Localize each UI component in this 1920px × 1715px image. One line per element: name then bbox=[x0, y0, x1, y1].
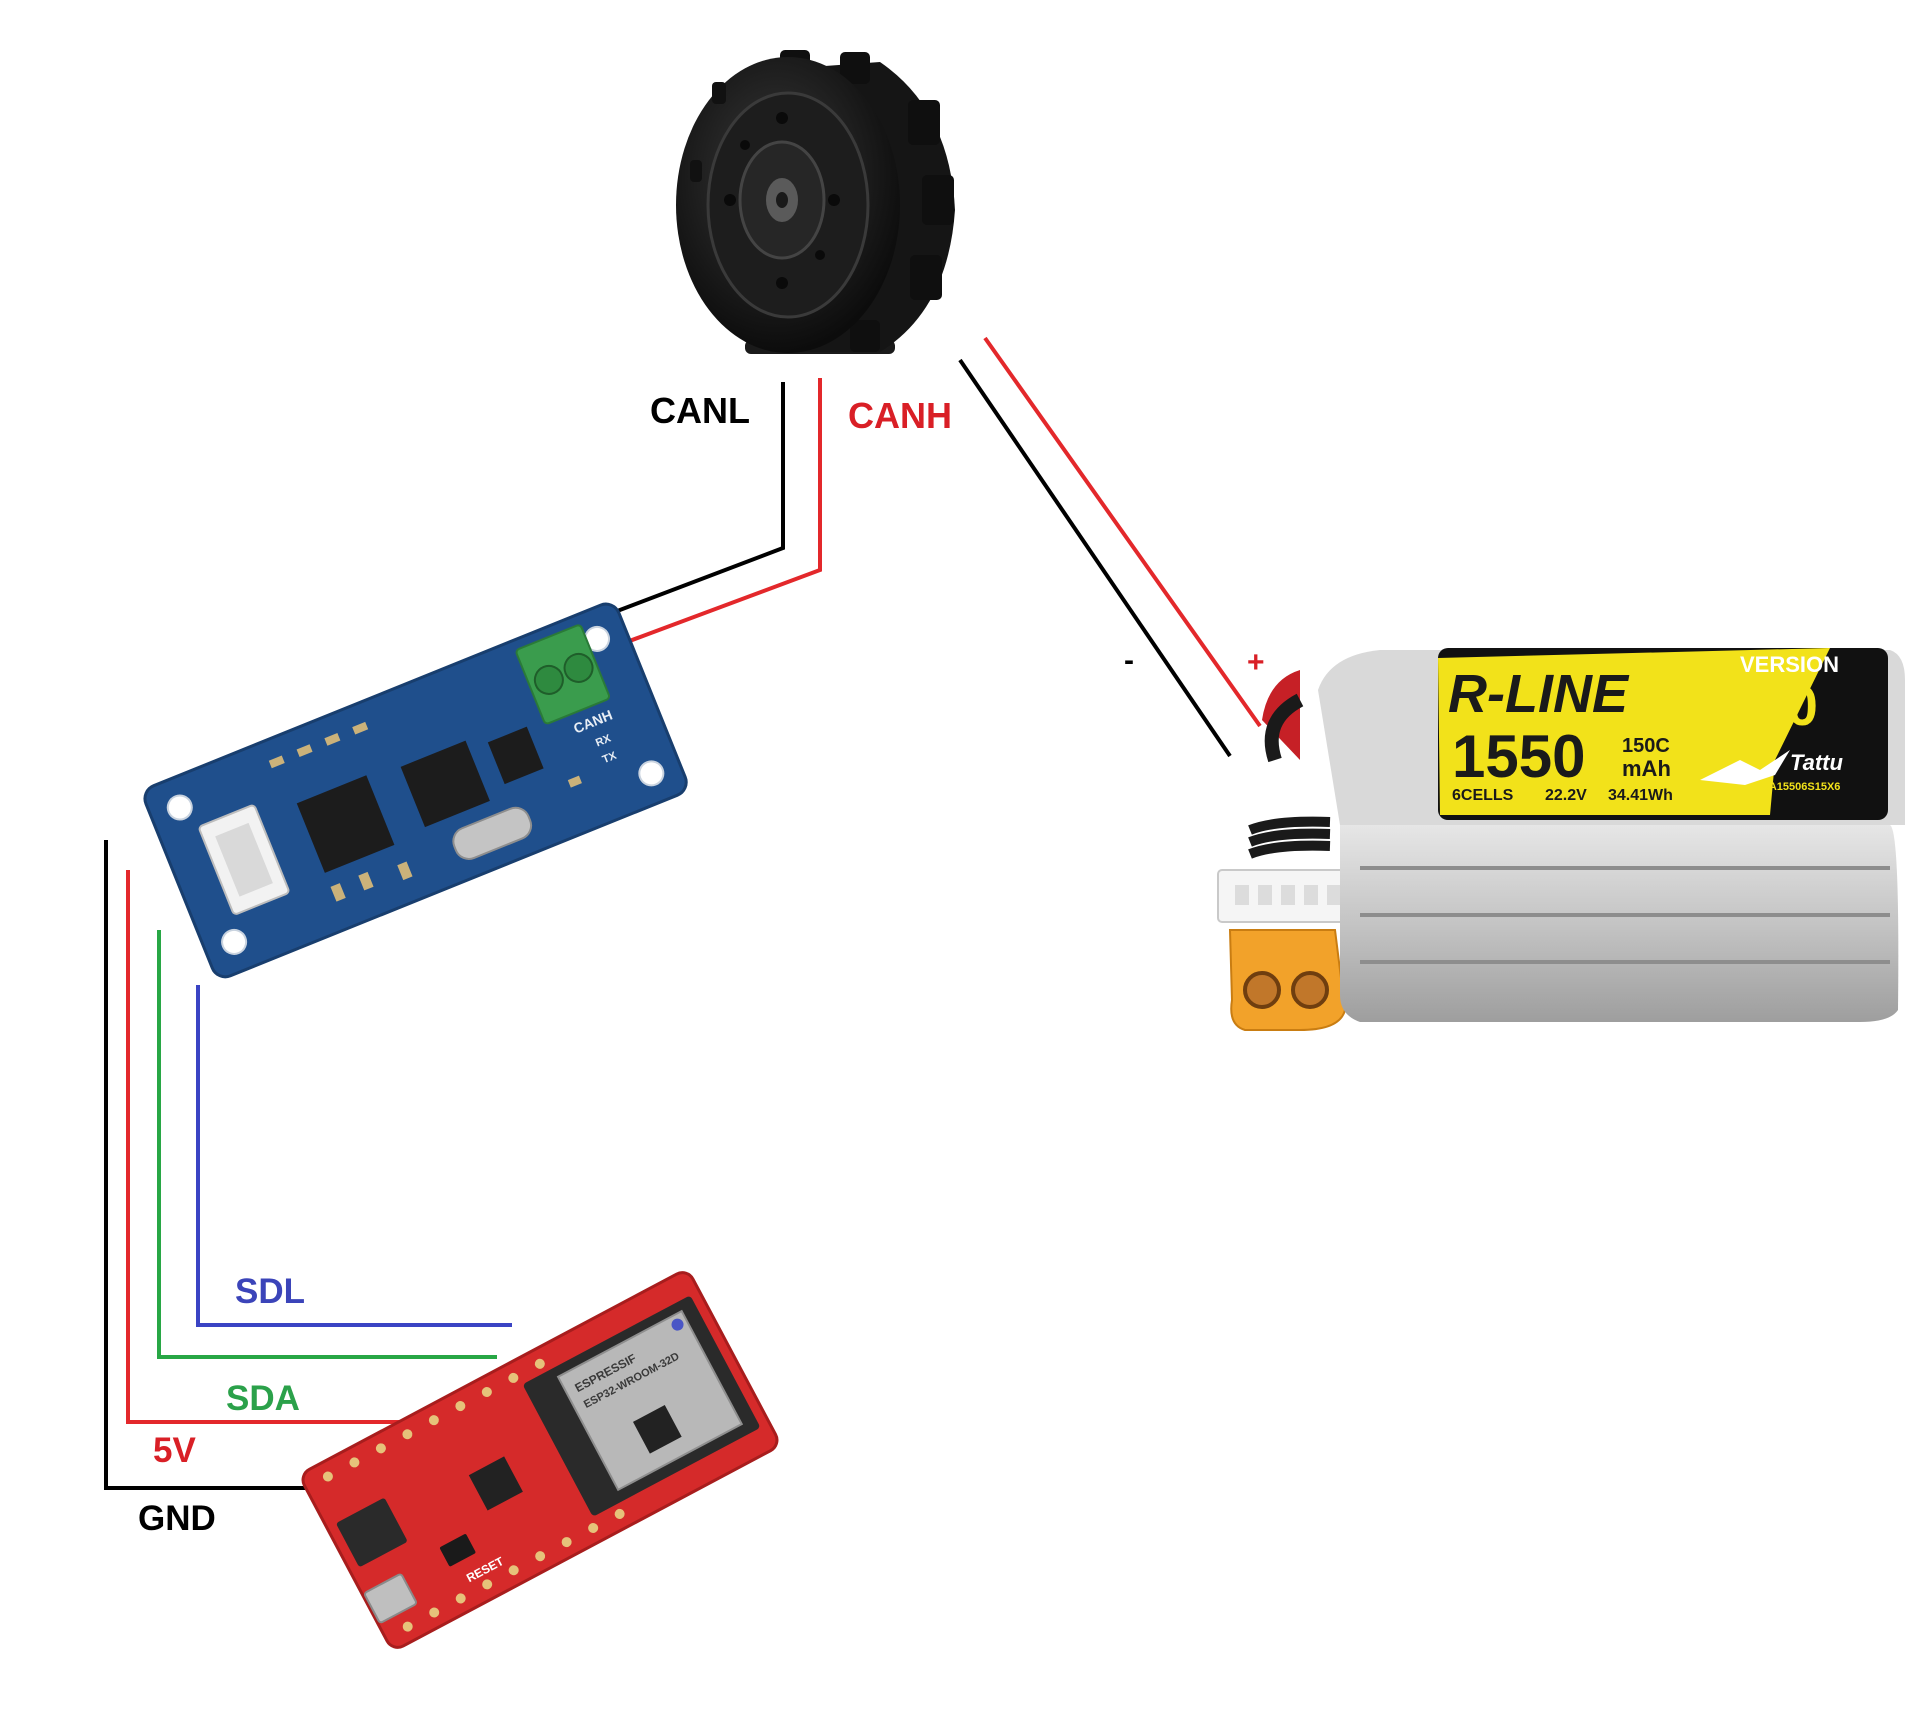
battery-model-code: TAA15506S15X6 bbox=[1755, 781, 1840, 793]
wire-sda bbox=[157, 930, 497, 1359]
label-canl: CANL bbox=[650, 390, 750, 431]
can-module-tx-label: TX bbox=[601, 749, 619, 766]
battery-unit: mAh bbox=[1622, 756, 1671, 781]
battery-brand: R-LINE bbox=[1448, 664, 1630, 724]
motor-icon bbox=[676, 50, 955, 354]
label-sdl: SDL bbox=[235, 1272, 305, 1311]
wire-battery-negative bbox=[958, 358, 1232, 758]
battery-cells: 6CELLS bbox=[1452, 787, 1514, 804]
battery-maker: Tattu bbox=[1790, 750, 1844, 775]
battery-voltage: 22.2V bbox=[1545, 787, 1587, 804]
battery-version-label: VERSION bbox=[1740, 652, 1839, 677]
battery-c-rating: 150C bbox=[1622, 735, 1670, 757]
battery-icon: R-LINE VERSION 5.0 1550 150C mAh 6CELLS … bbox=[1217, 648, 1905, 1031]
label-battery-plus: + bbox=[1247, 646, 1265, 679]
tattu-logo-icon bbox=[1700, 750, 1790, 785]
label-canh: CANH bbox=[848, 395, 952, 436]
esp32-board-icon: ESPRESSIF ESP32-WROOM-32D RESET bbox=[301, 1271, 779, 1649]
battery-energy: 34.41Wh bbox=[1608, 787, 1673, 804]
battery-capacity: 1550 bbox=[1452, 723, 1585, 790]
wire-5v bbox=[126, 870, 447, 1424]
wires bbox=[104, 336, 1262, 1490]
label-5v: 5V bbox=[153, 1431, 196, 1470]
wire-battery-positive bbox=[983, 336, 1262, 728]
battery-version-number: 5.0 bbox=[1740, 674, 1818, 737]
can-module-rx-label: RX bbox=[594, 732, 613, 749]
label-battery-minus: - bbox=[1124, 644, 1134, 677]
wire-gnd bbox=[104, 840, 340, 1490]
label-gnd: GND bbox=[138, 1499, 216, 1538]
label-sda: SDA bbox=[226, 1379, 300, 1418]
wire-sdl bbox=[196, 985, 512, 1327]
wire-labels: CANL CANH - + SDL SDA 5V GND bbox=[138, 390, 1265, 1538]
can-module-icon: CANH RX TX bbox=[143, 602, 688, 979]
